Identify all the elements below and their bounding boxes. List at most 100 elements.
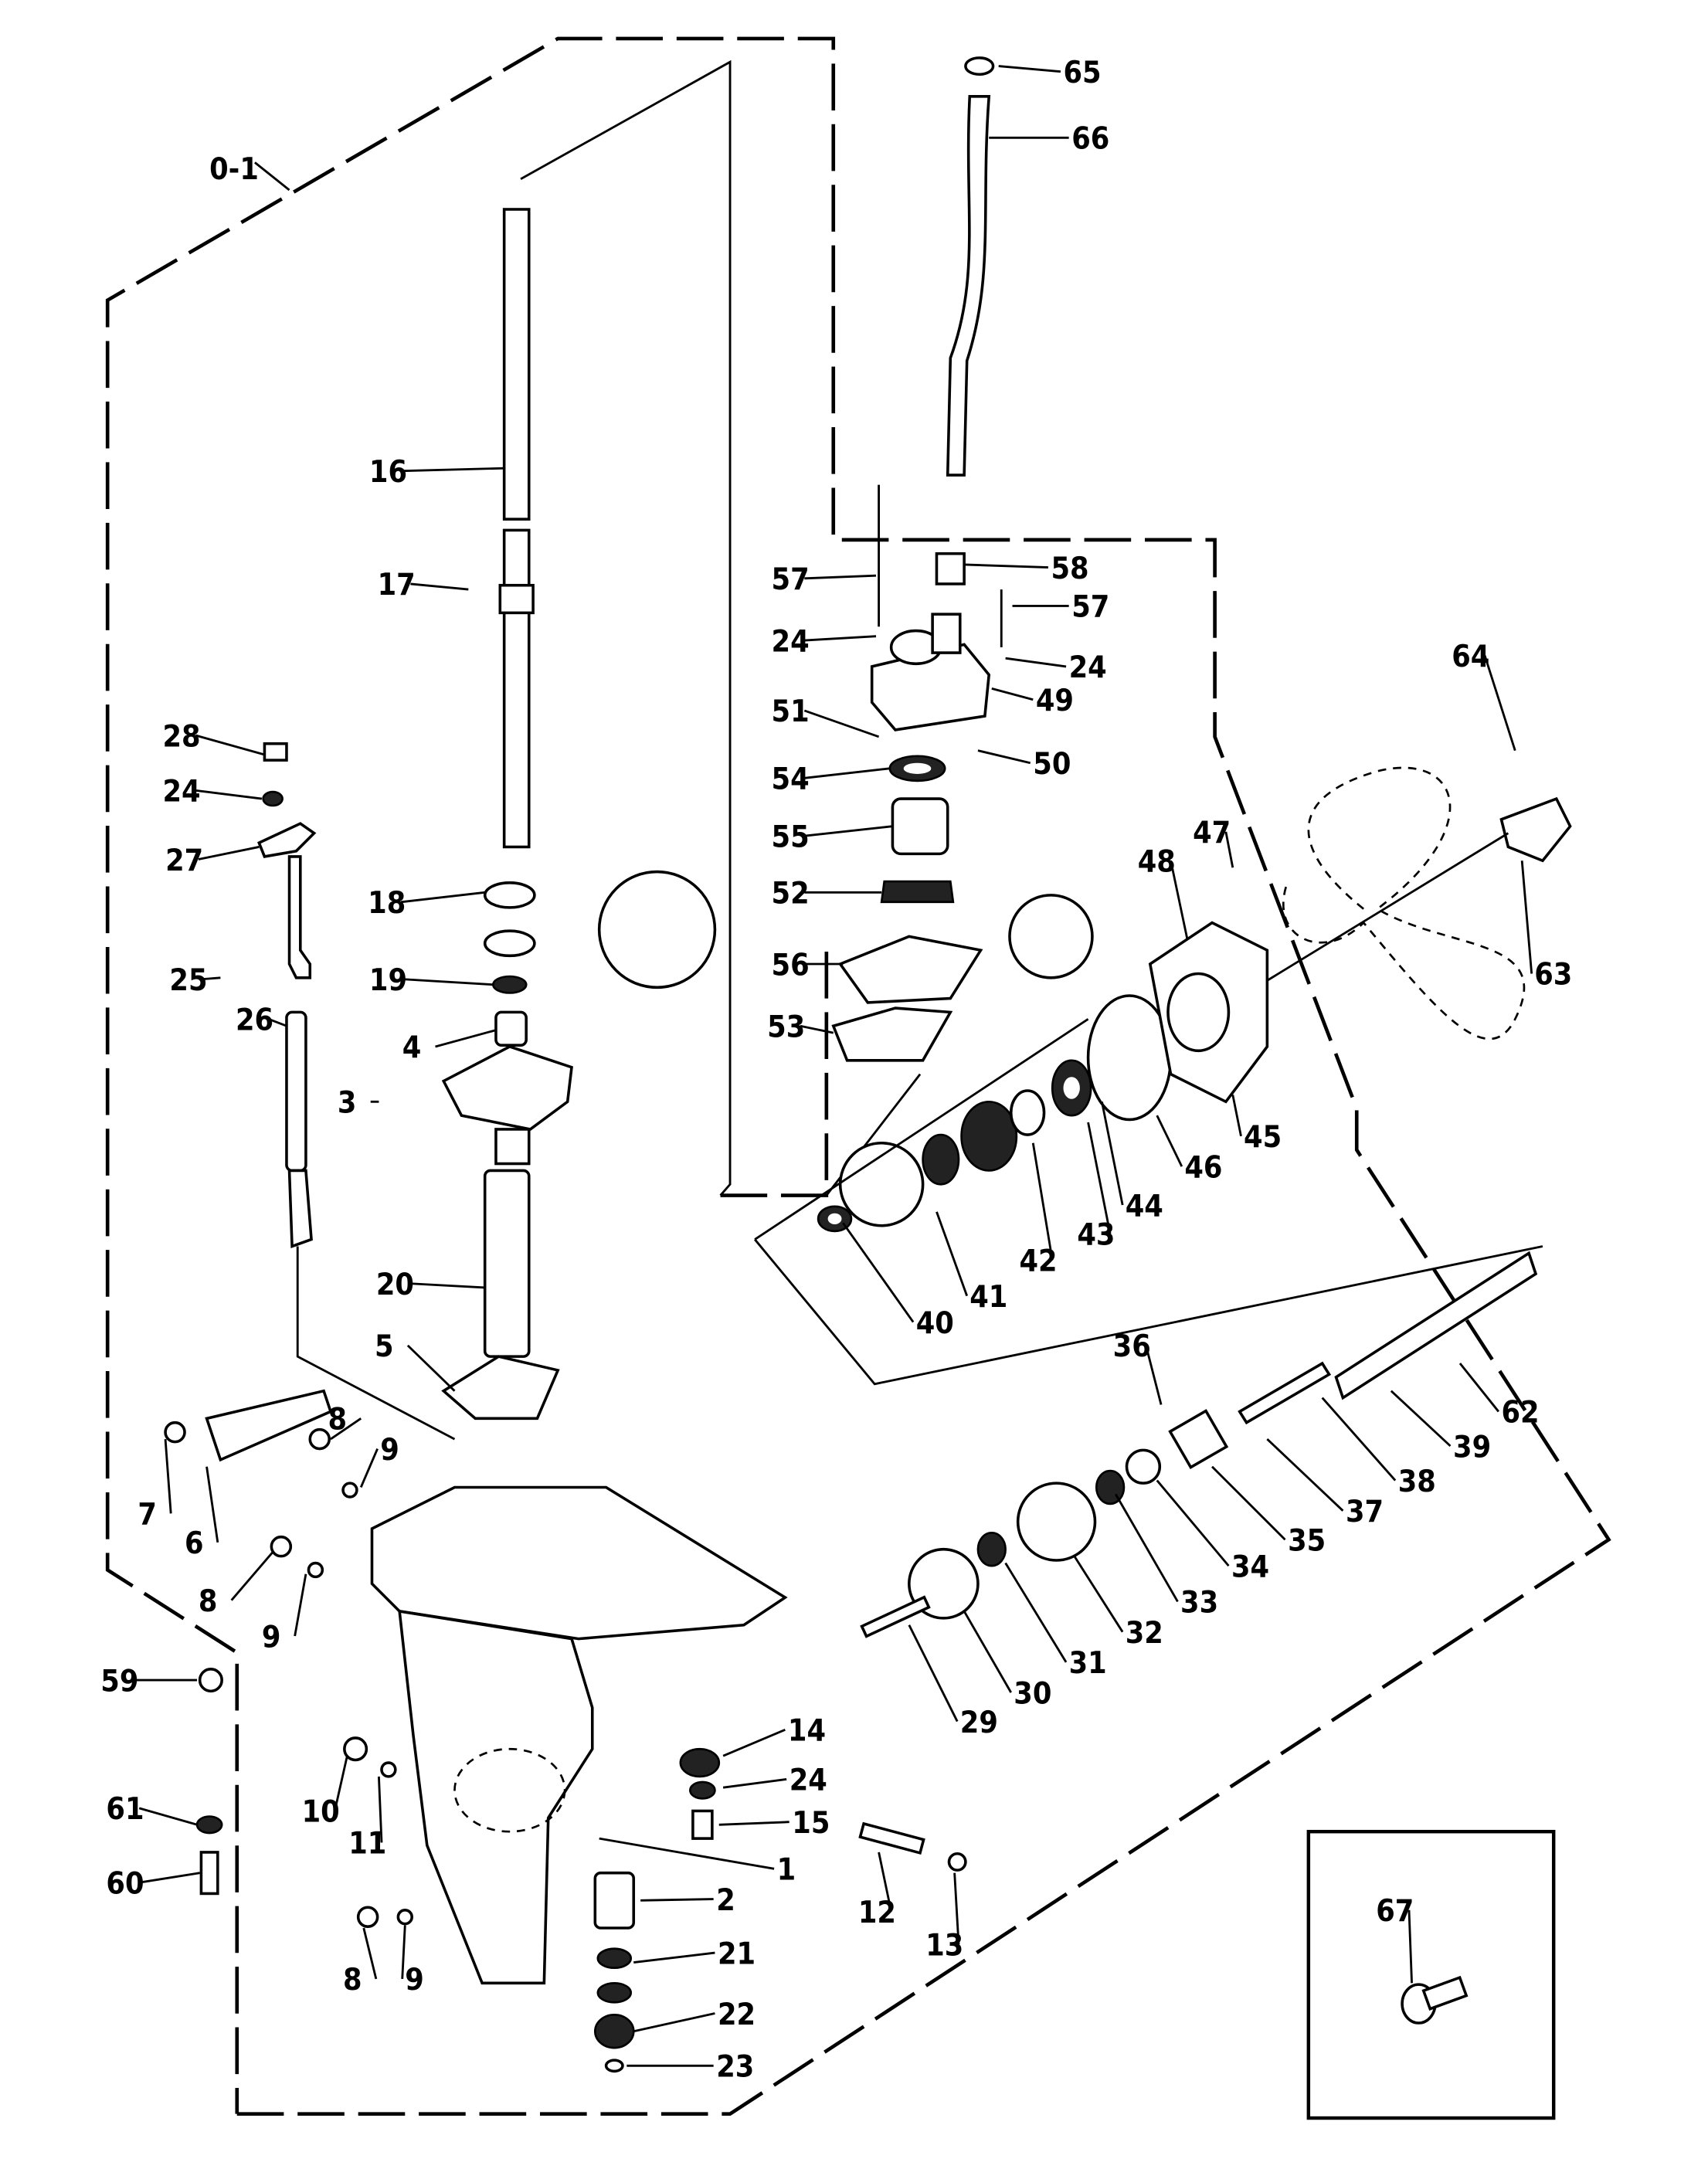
leader-line	[377, 1776, 383, 1843]
part-label-29: 29	[960, 1706, 998, 1740]
part-label-9: 9	[405, 1963, 424, 1998]
leader-line	[963, 1611, 1012, 1693]
part-label-1: 1	[777, 1853, 796, 1888]
part-label-51: 51	[772, 694, 810, 729]
part-label-57: 57	[1071, 590, 1109, 625]
propeller	[1266, 766, 1572, 1040]
drive-shaft-tube	[483, 1169, 531, 1358]
part-label-61: 61	[106, 1792, 144, 1827]
part-label-42: 42	[1019, 1244, 1057, 1279]
part-label-34: 34	[1231, 1550, 1269, 1584]
detail-inset-bearing	[597, 870, 717, 989]
seal-housing	[441, 1045, 573, 1131]
leader-line	[1321, 1397, 1397, 1482]
part-label-46: 46	[1184, 1150, 1222, 1185]
leader-line	[1211, 1465, 1286, 1541]
part-label-20: 20	[376, 1268, 414, 1302]
part-label-30: 30	[1014, 1676, 1051, 1711]
part-label-52: 52	[772, 877, 810, 911]
part-label-25: 25	[169, 963, 207, 998]
leader-line	[1407, 1909, 1413, 1984]
leader-line	[1156, 1479, 1230, 1567]
part-label-17: 17	[378, 568, 416, 602]
part-label-22: 22	[718, 1998, 756, 2032]
part-label-53: 53	[767, 1010, 805, 1044]
part-label-12: 12	[858, 1896, 896, 1930]
part-label-5: 5	[375, 1329, 394, 1364]
part-label-56: 56	[772, 948, 810, 983]
shift-rod	[257, 742, 456, 1441]
part-label-49: 49	[1036, 684, 1074, 718]
leader-line	[1031, 1142, 1054, 1261]
leader-line	[878, 1852, 893, 1912]
leader-line	[803, 709, 880, 738]
part-label-37: 37	[1346, 1495, 1384, 1529]
water-tube-seal	[964, 56, 995, 76]
part-label-4: 4	[402, 1030, 422, 1065]
leader-line	[402, 467, 504, 473]
part-label-62: 62	[1501, 1396, 1539, 1431]
leader-line	[402, 978, 494, 986]
part-label-44: 44	[1126, 1189, 1163, 1224]
part-label-24: 24	[163, 775, 201, 810]
part-label-6: 6	[185, 1526, 204, 1561]
leader-line	[230, 1551, 274, 1601]
part-label-9: 9	[380, 1433, 399, 1468]
d1-leader	[254, 161, 290, 192]
leader-line	[804, 767, 891, 779]
part-label-39: 39	[1453, 1430, 1491, 1465]
part-label-21: 21	[718, 1936, 756, 1971]
leader-line	[633, 2012, 715, 2033]
part-label-8: 8	[343, 1963, 362, 1998]
leader-line	[202, 976, 221, 981]
leader-line	[1156, 1115, 1183, 1167]
part-label-24: 24	[1069, 650, 1107, 685]
leader-line	[195, 789, 263, 800]
part-label-8: 8	[199, 1584, 218, 1619]
leader-line	[400, 891, 485, 904]
part-label-45: 45	[1244, 1120, 1282, 1155]
leader-line	[1483, 655, 1516, 752]
leader-line	[998, 65, 1061, 73]
part-label-64: 64	[1452, 640, 1489, 674]
leader-line	[1101, 1101, 1124, 1206]
part-label-24: 24	[789, 1763, 827, 1798]
leader-line	[138, 1872, 200, 1884]
leader-line	[804, 574, 877, 580]
part-label-48: 48	[1138, 845, 1176, 880]
part-label-33: 33	[1180, 1586, 1218, 1621]
leader-line	[804, 825, 893, 837]
inset-boundary	[720, 950, 829, 1197]
leader-line	[1231, 1095, 1242, 1137]
part-label-10: 10	[302, 1795, 340, 1830]
part-label-47: 47	[1193, 816, 1231, 850]
part-label-13: 13	[925, 1929, 963, 1964]
leader-line	[362, 1927, 378, 1980]
part-label-23: 23	[716, 2050, 754, 2085]
leader-line	[640, 1898, 714, 1902]
part-label-50: 50	[1033, 747, 1071, 782]
leader-line	[401, 1925, 406, 1980]
leader-line	[977, 749, 1031, 765]
leader-line	[718, 1821, 789, 1826]
leader-line	[1520, 860, 1533, 974]
leader-line	[205, 1466, 219, 1543]
leader-line	[1073, 1555, 1124, 1633]
leader-line	[435, 1029, 497, 1048]
part-label-43: 43	[1077, 1218, 1115, 1253]
leader-line	[633, 1951, 715, 1964]
gear-case-parts	[754, 894, 1543, 1386]
leader-line	[198, 846, 260, 860]
leader-line	[409, 1282, 485, 1289]
leader-line	[800, 1024, 834, 1034]
part-label-3: 3	[338, 1086, 357, 1121]
leader-line	[908, 1624, 959, 1723]
part-label-2: 2	[716, 1883, 735, 1918]
inset-box-67	[1306, 1829, 1556, 2120]
part-label-41: 41	[969, 1280, 1007, 1315]
part-label-24: 24	[772, 624, 810, 659]
leader-line	[599, 1837, 775, 1870]
part-label-65: 65	[1063, 56, 1101, 90]
